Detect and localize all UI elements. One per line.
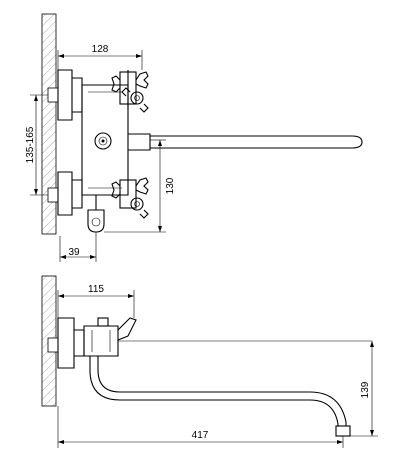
side-aerator <box>335 425 351 437</box>
upper-handle[interactable] <box>111 70 149 113</box>
dim-bottom-width: 115 <box>57 284 135 318</box>
front-view: 128 135-165 130 39 <box>25 13 363 262</box>
dim-top-offset: 39 <box>59 232 97 262</box>
dim-top-height-range-label: 135-165 <box>25 126 36 163</box>
side-eccentric <box>47 337 59 353</box>
dim-top-width: 128 <box>57 44 143 70</box>
side-body <box>83 325 119 357</box>
dim-top-height-range: 135-165 <box>25 94 48 196</box>
side-view: 115 139 417 <box>41 275 378 448</box>
diverter-outer[interactable] <box>94 132 112 150</box>
side-top-nut <box>97 317 109 327</box>
side-handle[interactable] <box>117 317 137 341</box>
lower-handle[interactable] <box>111 177 149 219</box>
dim-bottom-height-label: 139 <box>360 381 371 398</box>
dim-total-length: 417 <box>57 406 344 448</box>
upper-connector <box>72 77 83 113</box>
dim-top-offset-label: 39 <box>68 247 80 258</box>
dim-total-length-label: 417 <box>192 430 209 441</box>
dim-top-height: 130 <box>104 139 176 233</box>
dim-top-height-label: 130 <box>165 177 176 194</box>
spout-connector <box>128 133 151 151</box>
hose-connector <box>87 195 105 233</box>
lower-fitting <box>57 171 73 216</box>
side-fitting <box>57 317 75 369</box>
dim-top-width-label: 128 <box>92 44 109 55</box>
mixer-body <box>81 84 129 196</box>
diverter-side <box>101 139 105 143</box>
dim-bottom-width-label: 115 <box>88 284 104 295</box>
dim-bottom-height: 139 <box>350 341 378 437</box>
upper-fitting <box>57 69 73 121</box>
wall-front <box>41 13 57 235</box>
diverter-inner <box>98 136 108 146</box>
lower-connector <box>72 179 83 209</box>
eccentric-bottom <box>47 187 59 203</box>
side-connector <box>74 329 85 357</box>
spout <box>150 135 363 149</box>
eccentric-top <box>47 87 59 103</box>
side-body-detail <box>91 330 111 352</box>
side-spout <box>89 356 347 427</box>
